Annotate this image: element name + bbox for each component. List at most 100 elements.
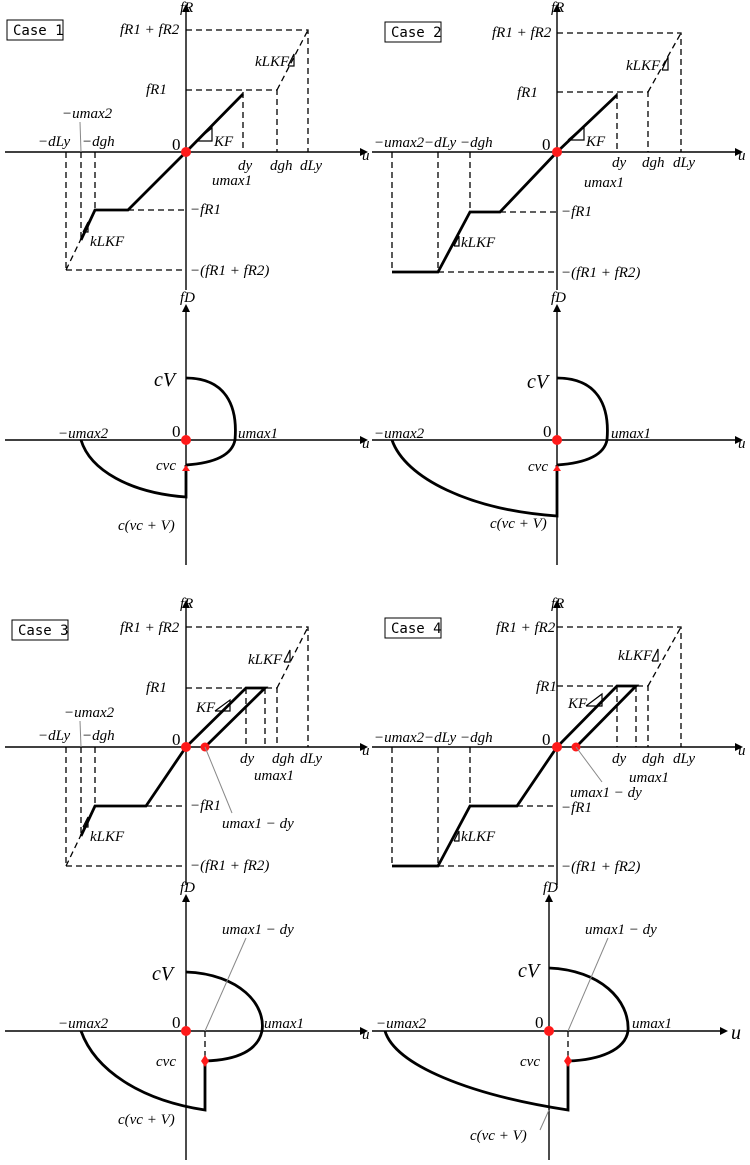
case4d-lower-curve: [383, 1030, 570, 1112]
case3-kf-label: KF: [195, 700, 216, 716]
case2d-cvc-marker: [553, 465, 561, 471]
case3-klkf-triangle-upper: [283, 649, 291, 663]
case2-origin-dot: [552, 147, 562, 157]
case1-title: Case 1: [13, 23, 64, 39]
case3-u-arrow: [360, 743, 368, 751]
case3-dgh-label: dgh: [272, 751, 295, 767]
case3-kf-triangle: [214, 698, 231, 712]
case3-residual-label: umax1 − dy: [222, 816, 294, 832]
case3-dly-label: dLy: [300, 751, 322, 767]
case2-hysteresis-path: [392, 93, 618, 274]
case4d-umax1-label: umax1: [632, 1016, 672, 1032]
case4-u-arrow: [735, 743, 743, 751]
case1-guide-top: [186, 29, 309, 152]
case1-numax2-label: −umax2: [62, 106, 113, 122]
case1d-cvcv-label: c(vc + V): [118, 518, 175, 534]
case2-title: Case 2: [391, 25, 442, 41]
case4-klkf-upper-label: kLKF: [618, 648, 653, 664]
case2-kf-label: KF: [585, 134, 606, 150]
case2d-umax1-label: umax1: [611, 426, 651, 442]
case4-title-box: [384, 617, 442, 639]
case1-origin-dot: [181, 147, 191, 157]
case3-guide-fr1: [186, 687, 278, 747]
case3-klkf-lower-label: kLKF: [90, 829, 125, 845]
case1-umax2-leader: [79, 121, 82, 153]
case4-origin-dot: [552, 742, 562, 752]
case1-restoring-force-plot: Case 1 fR u 0 fR1 + fR2 fR1 −fR1 −(fR1 +…: [5, 0, 370, 290]
case3d-lower-curve: [79, 1030, 207, 1112]
case3-fr-label: fR: [180, 596, 193, 612]
case2-zero: 0: [542, 135, 551, 154]
case1d-umax1-label: umax1: [238, 426, 278, 442]
case1d-numax2-label: −umax2: [58, 426, 109, 442]
case2d-cv-label: cV: [527, 371, 551, 393]
case2d-u-arrow: [735, 436, 743, 444]
case1-damping-force-plot: fD u 0 cV umax1 −umax2 cvc c(vc + V): [5, 290, 370, 565]
case1-fr-arrow: [182, 4, 190, 12]
case3d-cv-label: cV: [152, 963, 176, 985]
case1d-u-arrow: [360, 436, 368, 444]
case1-klkf-triangle-upper: [287, 53, 295, 67]
case2d-u-label: u: [738, 436, 746, 452]
case1-dgh-label: dgh: [270, 158, 293, 174]
case4-hysteresis-path: [392, 684, 640, 868]
case4d-fd-label: fD: [543, 880, 558, 896]
case1d-cvc-label: cvc: [156, 458, 176, 474]
case3-title-box: [11, 619, 69, 641]
case1d-cv-label: cV: [154, 369, 178, 391]
case3d-residual-label: umax1 − dy: [222, 922, 294, 938]
case1-dy-label: dy: [238, 158, 253, 174]
case3-restoring-force-plot: Case 3 fR u 0 fR1 + fR2 fR1 −fR1 −(fR1 +…: [5, 596, 370, 885]
case2-ndgh-label: −dgh: [460, 135, 493, 151]
case4-dly-label: dLy: [673, 751, 695, 767]
case4-fr-arrow: [553, 600, 561, 608]
case3-title: Case 3: [18, 623, 69, 639]
case2d-fd-arrow: [553, 304, 561, 312]
case3-klkf-triangle-lower: [82, 816, 89, 828]
case4-guide-top: [557, 626, 682, 747]
case3-klkf-upper-label: kLKF: [248, 652, 283, 668]
case4-restoring-force-plot: Case 4 fR u 0 fR1 + fR2 fR1 −fR1 −(fR1 +…: [372, 596, 746, 885]
case4-klkf-lower-label: kLKF: [461, 829, 496, 845]
case2-ndly-label: −dLy: [424, 135, 457, 151]
case4-fr1fr2-label: fR1 + fR2: [496, 620, 556, 636]
case3d-fd-label: fD: [180, 880, 195, 896]
case1-u-arrow: [360, 148, 368, 156]
case3d-cvc-marker: [201, 1055, 209, 1067]
case4-fr1-label: fR1: [536, 679, 557, 695]
case1d-lower-curve: [79, 439, 188, 499]
case4-klkf-triangle-lower: [453, 830, 460, 842]
case3d-umax1-label: umax1: [264, 1016, 304, 1032]
case3-dy-label: dy: [240, 751, 255, 767]
case1d-zero: 0: [172, 422, 181, 441]
case3-ndly-label: −dLy: [38, 728, 71, 744]
case2-fr-arrow: [553, 4, 561, 12]
case4d-cvc-marker: [564, 1055, 572, 1067]
case4-fr-label: fR: [551, 596, 564, 612]
case4-nfr1fr2-label: −(fR1 + fR2): [561, 859, 640, 875]
case1-klkf-triangle-lower: [82, 221, 89, 233]
case1d-u-label: u: [362, 436, 370, 452]
case3-residual-leader: [204, 746, 233, 814]
case1-nfr1-label: −fR1: [190, 202, 221, 218]
case4d-residual-leader: [567, 937, 609, 1032]
case3-fr1-label: fR1: [146, 680, 167, 696]
case1-klkf-lower-label: kLKF: [90, 234, 125, 250]
case4d-u-arrow: [720, 1027, 728, 1035]
case1-fr-label: fR: [180, 0, 193, 16]
case1d-origin-dot: [181, 435, 191, 445]
case2-u-arrow: [735, 148, 743, 156]
case2d-origin-dot: [552, 435, 562, 445]
case4d-upper-curve: [548, 966, 630, 1063]
case4d-cvc-label: cvc: [520, 1054, 540, 1070]
case3d-cvcv-label: c(vc + V): [118, 1112, 175, 1128]
case3-upper-kl: [276, 626, 309, 689]
case1d-cvc-marker: [182, 465, 190, 471]
case2-klkf-upper-label: kLKF: [626, 58, 661, 74]
case1-ndly-label: −dLy: [38, 134, 71, 150]
case2-klkf-lower-label: kLKF: [461, 235, 496, 251]
case4-dgh-label: dgh: [642, 751, 665, 767]
case3d-residual-leader: [204, 937, 247, 1032]
case1-umax1-label: umax1: [212, 173, 252, 189]
case2-klkf-triangle-upper: [661, 56, 669, 71]
